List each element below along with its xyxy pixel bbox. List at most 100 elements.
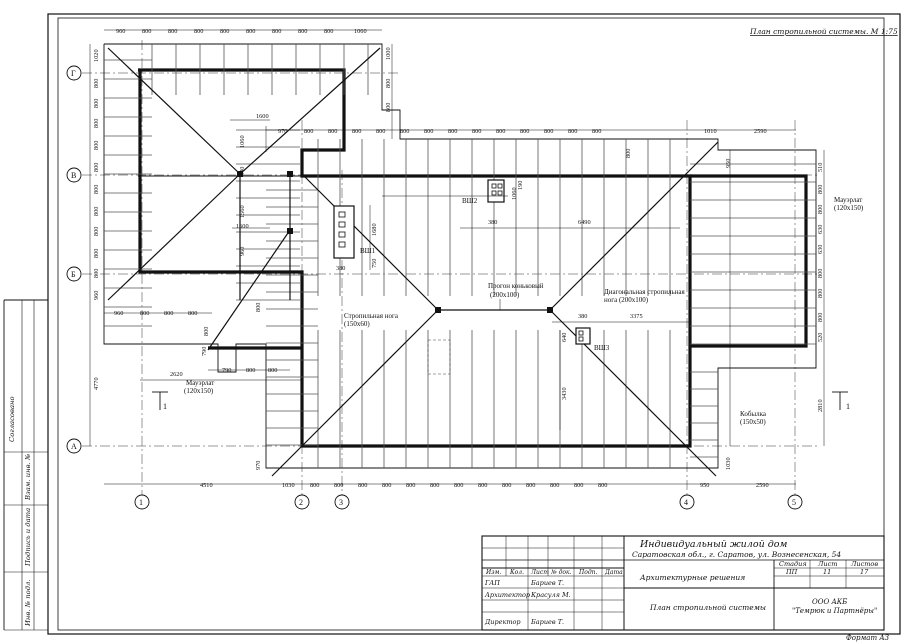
dim-value: 800 (817, 313, 824, 322)
dim-value: 2590 (754, 128, 767, 135)
dim-value: 1060 (354, 28, 367, 35)
dim-value: 960 (239, 247, 246, 256)
side-stamp-agreed: Согласовано (8, 396, 16, 442)
rafter-label: Стропильная нога (344, 312, 399, 320)
org-partners: "Темрюк и Партнёры" (792, 607, 877, 615)
dim-value: 1030 (725, 457, 732, 470)
side-stamp: Согласовано Взам. инв. № Подпись и дата … (3, 299, 48, 631)
dim-value: 790 (201, 347, 208, 356)
dim-value: 800 (188, 310, 197, 317)
kobylka-label: Кобылка (740, 410, 767, 418)
drawing-name: План стропильной системы (649, 603, 766, 612)
dim-value: 800 (454, 482, 463, 489)
side-stamp-sign-date: Подпись и дата (24, 508, 32, 567)
dim-value: 520 (817, 333, 824, 342)
roof-eave-outline (103, 43, 817, 469)
dim-value: 800 (568, 128, 577, 135)
dim-value: 800 (93, 249, 100, 258)
dim-value: 800 (246, 367, 255, 374)
dim-value: 800 (592, 128, 601, 135)
dim-value: 1680 (371, 223, 378, 236)
axis-row-v-label: В (71, 171, 76, 180)
dim-value: 2590 (756, 482, 769, 489)
dimension-lines (89, 29, 825, 485)
dim-value: 800 (385, 103, 392, 112)
ridge-nodes (237, 171, 553, 313)
axis-row-g (66, 65, 82, 81)
dim-value: 540 (239, 167, 246, 176)
outer-frame (47, 13, 901, 635)
dim-value: 970 (255, 461, 262, 470)
dim-value: 950 (725, 159, 732, 168)
axis-row-a-label: А (71, 442, 77, 451)
dim-value: 800 (93, 269, 100, 278)
ridge-beam-label: Прогон коньковый (488, 282, 544, 290)
dim-value: 800 (298, 28, 307, 35)
dim-value: 800 (93, 185, 100, 194)
side-stamp-replace: Взам. инв. № (24, 453, 32, 501)
dim-value: 800 (385, 79, 392, 88)
dim-value: 800 (310, 482, 319, 489)
mauerlat-left-size: (120х150) (184, 387, 214, 395)
stamp-name: Красуля М. (530, 591, 571, 599)
side-stamp-inv: Инв. № подл. (24, 579, 32, 627)
axis-col-1 (134, 494, 150, 510)
dim-value: 800 (324, 28, 333, 35)
mauerlat-right-label: Мауэрлат (834, 196, 862, 204)
dim-value: 630 (817, 245, 824, 254)
dim-value: 1010 (704, 128, 717, 135)
dim-value: 800 (817, 185, 824, 194)
dim-value: 800 (93, 99, 100, 108)
dim-value: 800 (424, 128, 433, 135)
stage-value: ПП (785, 568, 798, 576)
dim-value: 960 (116, 28, 125, 35)
axis-row-g-label: Г (71, 69, 76, 78)
vent-shaft-2-label: ВШ2 (462, 197, 478, 205)
stamp-name: Бариев Т. (530, 579, 564, 587)
dim-value: 800 (448, 128, 457, 135)
section-mark-right: 1 (846, 402, 850, 411)
dim-value: 970 (278, 128, 287, 135)
dim-value: 800 (268, 367, 277, 374)
axis-row-v (66, 167, 82, 183)
vent-shaft-3-label: ВШ3 (594, 344, 610, 352)
dim-value: 380 (488, 219, 497, 226)
stamp-header-cell: Лист (530, 569, 549, 576)
dim-value: 800 (520, 128, 529, 135)
dim-value: 800 (400, 128, 409, 135)
dim-value: 750 (371, 259, 378, 268)
dim-value: 800 (376, 128, 385, 135)
stamp-header-cell: Дата (604, 569, 623, 576)
dim-value: 800 (406, 482, 415, 489)
dim-value: 800 (817, 289, 824, 298)
dim-value: 800 (550, 482, 559, 489)
stamp-role: Директор (484, 618, 521, 626)
dim-value: 800 (93, 119, 100, 128)
dim-value: 800 (255, 303, 262, 312)
section-mark-left: 1 (163, 402, 167, 411)
diagonal-rafter-size: нога (200х100) (604, 296, 649, 304)
mauerlat-walls (138, 68, 808, 448)
dim-value: 960 (93, 291, 100, 300)
dim-value: 380 (578, 313, 587, 320)
stamp-role: ГАП (484, 579, 500, 587)
dim-value: 800 (328, 128, 337, 135)
stamp-role: Архитектор (484, 591, 531, 599)
dim-value: 800 (93, 79, 100, 88)
stamp-header-cell: Подп. (578, 569, 598, 576)
dim-value: 800 (272, 28, 281, 35)
section-marks (152, 391, 848, 410)
dim-value: 800 (817, 205, 824, 214)
vent-shaft-3 (575, 327, 591, 345)
dim-value: 510 (817, 163, 824, 172)
grid-axes (82, 40, 820, 500)
dim-value: 1030 (282, 482, 295, 489)
dim-value: 800 (358, 482, 367, 489)
project-title: Индивидуальный жилой дом (639, 539, 787, 550)
mauerlat-right-size: (120х150) (834, 204, 864, 212)
dim-value: 2620 (170, 371, 183, 378)
axis-col-1-label: 1 (139, 498, 143, 507)
dim-value: 800 (382, 482, 391, 489)
dim-value: 1060 (511, 187, 518, 200)
dim-value: 640 (561, 333, 568, 342)
